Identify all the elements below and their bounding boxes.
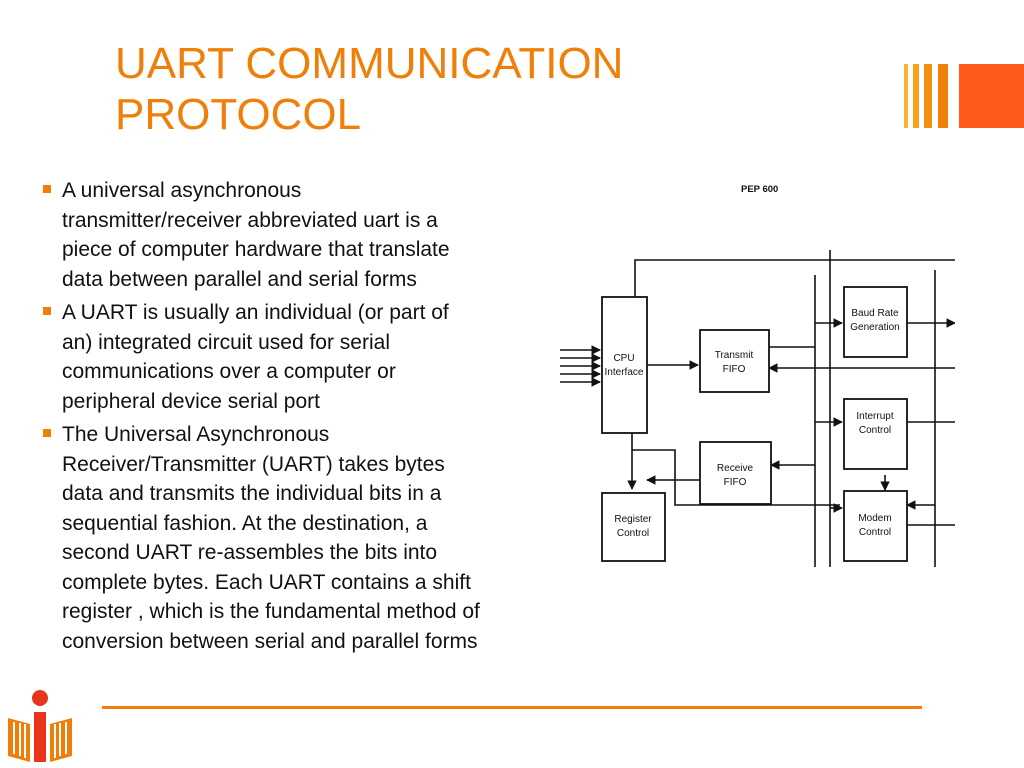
footer-rule: [102, 706, 922, 709]
bullet-text-line: second UART re-assembles the bits into: [62, 541, 438, 564]
transmit-fifo-block: [699, 329, 770, 393]
bullet-list: A universal asynchronous transmitter/rec…: [40, 176, 620, 660]
baud-label-1: Baud Rate: [851, 308, 899, 319]
transmit-label-2: FIFO: [723, 364, 746, 375]
bullet-text-line: A UART is usually an individual (or part…: [62, 301, 449, 324]
cpu-interface-block: [601, 296, 648, 434]
top-bus-line: [634, 259, 955, 301]
bullet-text-line: The Universal Asynchronous: [62, 423, 330, 446]
lower-bus-line: [632, 449, 840, 506]
slide-title: UART COMMUNICATION PROTOCOL: [115, 38, 815, 140]
baud-label-2: Generation: [850, 322, 899, 333]
register-label-2: Control: [617, 528, 649, 539]
bullet-text-line: piece of computer hardware that translat…: [62, 238, 450, 261]
register-label-1: Register: [614, 514, 652, 525]
bullet-marker: [43, 429, 51, 437]
bullet-item: The Universal Asynchronous Receiver/Tran…: [40, 420, 620, 656]
transmit-label-1: Transmit: [715, 350, 754, 361]
bullet-text-line: complete bytes. Each UART contains a shi…: [62, 570, 471, 594]
register-control-block: [601, 492, 666, 562]
bullet-text-line: data between parallel and serial forms: [62, 267, 417, 291]
uart-block-diagram: PEP 600: [560, 184, 955, 567]
interrupt-control-block: [843, 398, 908, 470]
baud-rate-block: [843, 286, 908, 358]
cpu-label-1: CPU: [613, 353, 634, 364]
title-decoration-bars: [904, 64, 1024, 128]
bullet-text-line: data and transmits the individual bits i…: [62, 482, 442, 505]
bullet-text-line: communications over a computer or: [62, 360, 396, 383]
bullet-text-line: sequential fashion. At the destination, …: [62, 511, 428, 535]
bullet-text-line: register , which is the fundamental meth…: [62, 600, 480, 623]
bullet-item: A UART is usually an individual (or part…: [40, 298, 620, 416]
logo-icon: [8, 690, 72, 762]
receive-fifo-block: [699, 441, 772, 505]
modem-label-2: Control: [859, 527, 891, 538]
modem-control-block: [843, 490, 908, 562]
bullet-text-line: Receiver/Transmitter (UART) takes bytes: [62, 452, 445, 476]
interrupt-label-2: Control: [859, 425, 891, 436]
modem-label-1: Modem: [858, 513, 891, 524]
bullet-text-line: conversion between serial and parallel f…: [62, 629, 478, 653]
receive-label-1: Receive: [717, 463, 754, 474]
receive-label-2: FIFO: [724, 477, 747, 488]
interrupt-label-1: Interrupt: [856, 411, 893, 422]
bullet-text-line: peripheral device serial port: [62, 389, 320, 413]
bullet-text-line: an) integrated circuit used for serial: [62, 330, 390, 354]
bullet-text-line: A universal asynchronous: [62, 179, 302, 202]
bullet-marker: [43, 185, 51, 193]
title-line-1: UART COMMUNICATION: [115, 39, 624, 88]
title-line-2: PROTOCOL: [115, 90, 362, 139]
bullet-item: A universal asynchronous transmitter/rec…: [40, 176, 620, 294]
bullet-marker: [43, 307, 51, 315]
bullet-text-line: transmitter/receiver abbreviated uart is…: [62, 208, 438, 232]
cpu-label-2: Interface: [605, 367, 644, 378]
diagram-caption: PEP 600: [741, 184, 778, 195]
